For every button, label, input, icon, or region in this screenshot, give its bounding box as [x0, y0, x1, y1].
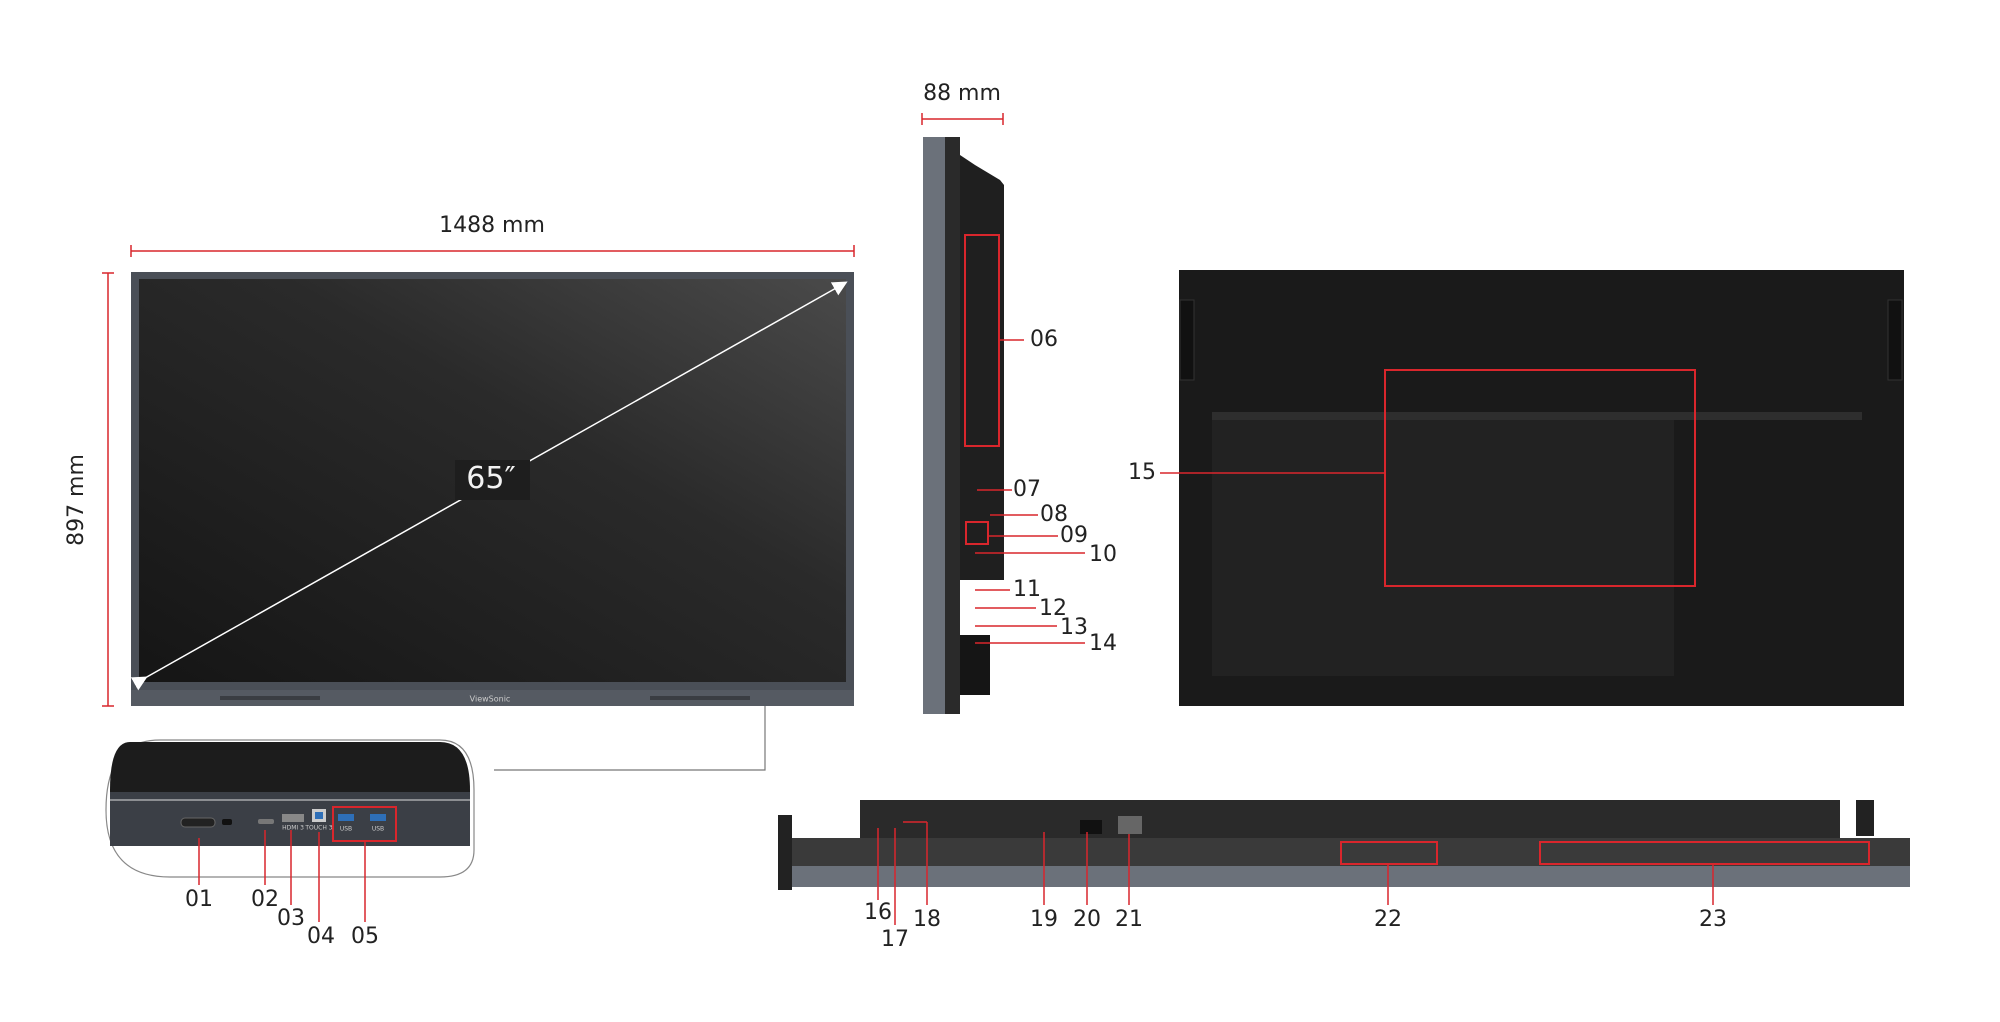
- callout-02: 02: [251, 887, 279, 912]
- front-port-detail: [105, 739, 475, 878]
- callout-08: 08: [1040, 502, 1068, 527]
- port-label-hdmi3: HDMI 3: [282, 824, 304, 832]
- callout-01: 01: [185, 887, 213, 912]
- callout-10: 10: [1089, 542, 1117, 567]
- callout-06: 06: [1030, 327, 1058, 352]
- callout-16: 16: [864, 900, 892, 925]
- callout-04: 04: [307, 924, 335, 949]
- callout-15: 15: [1128, 460, 1156, 485]
- callout-03: 03: [277, 906, 305, 931]
- depth-dimension: 88 mm: [923, 81, 1001, 106]
- callout-17: 17: [881, 927, 909, 952]
- bottom-leaders: [877, 821, 1714, 925]
- front-bottom-bar: [131, 690, 854, 706]
- callout-21: 21: [1115, 907, 1143, 932]
- side-view: [923, 137, 1004, 714]
- width-dimension: 1488 mm: [439, 213, 545, 238]
- callout-09: 09: [1060, 523, 1088, 548]
- callout-18: 18: [913, 907, 941, 932]
- callout-19: 19: [1030, 907, 1058, 932]
- detail-leaders: [198, 830, 366, 922]
- height-dimension: 897 mm: [64, 454, 89, 546]
- callout-07: 07: [1013, 477, 1041, 502]
- callout-20: 20: [1073, 907, 1101, 932]
- back-view: [1160, 270, 1904, 706]
- diagonal-size: 65″: [466, 461, 516, 496]
- callout-11: 11: [1013, 577, 1041, 602]
- callout-05: 05: [351, 924, 379, 949]
- port-label-usb-1: USB: [339, 825, 353, 833]
- port-label-usb-2: USB: [371, 825, 385, 833]
- port-label-touch3: TOUCH 3: [305, 824, 333, 832]
- callout-22: 22: [1374, 907, 1402, 932]
- callout-23: 23: [1699, 907, 1727, 932]
- front-view: [130, 272, 854, 706]
- side-leaders: [975, 339, 1085, 644]
- bottom-view: [778, 800, 1910, 890]
- dimension-lines: [102, 113, 1004, 707]
- brand-logo: ViewSonic: [469, 694, 511, 704]
- callout-13: 13: [1060, 615, 1088, 640]
- callout-14: 14: [1089, 631, 1117, 656]
- callout-12: 12: [1039, 596, 1067, 621]
